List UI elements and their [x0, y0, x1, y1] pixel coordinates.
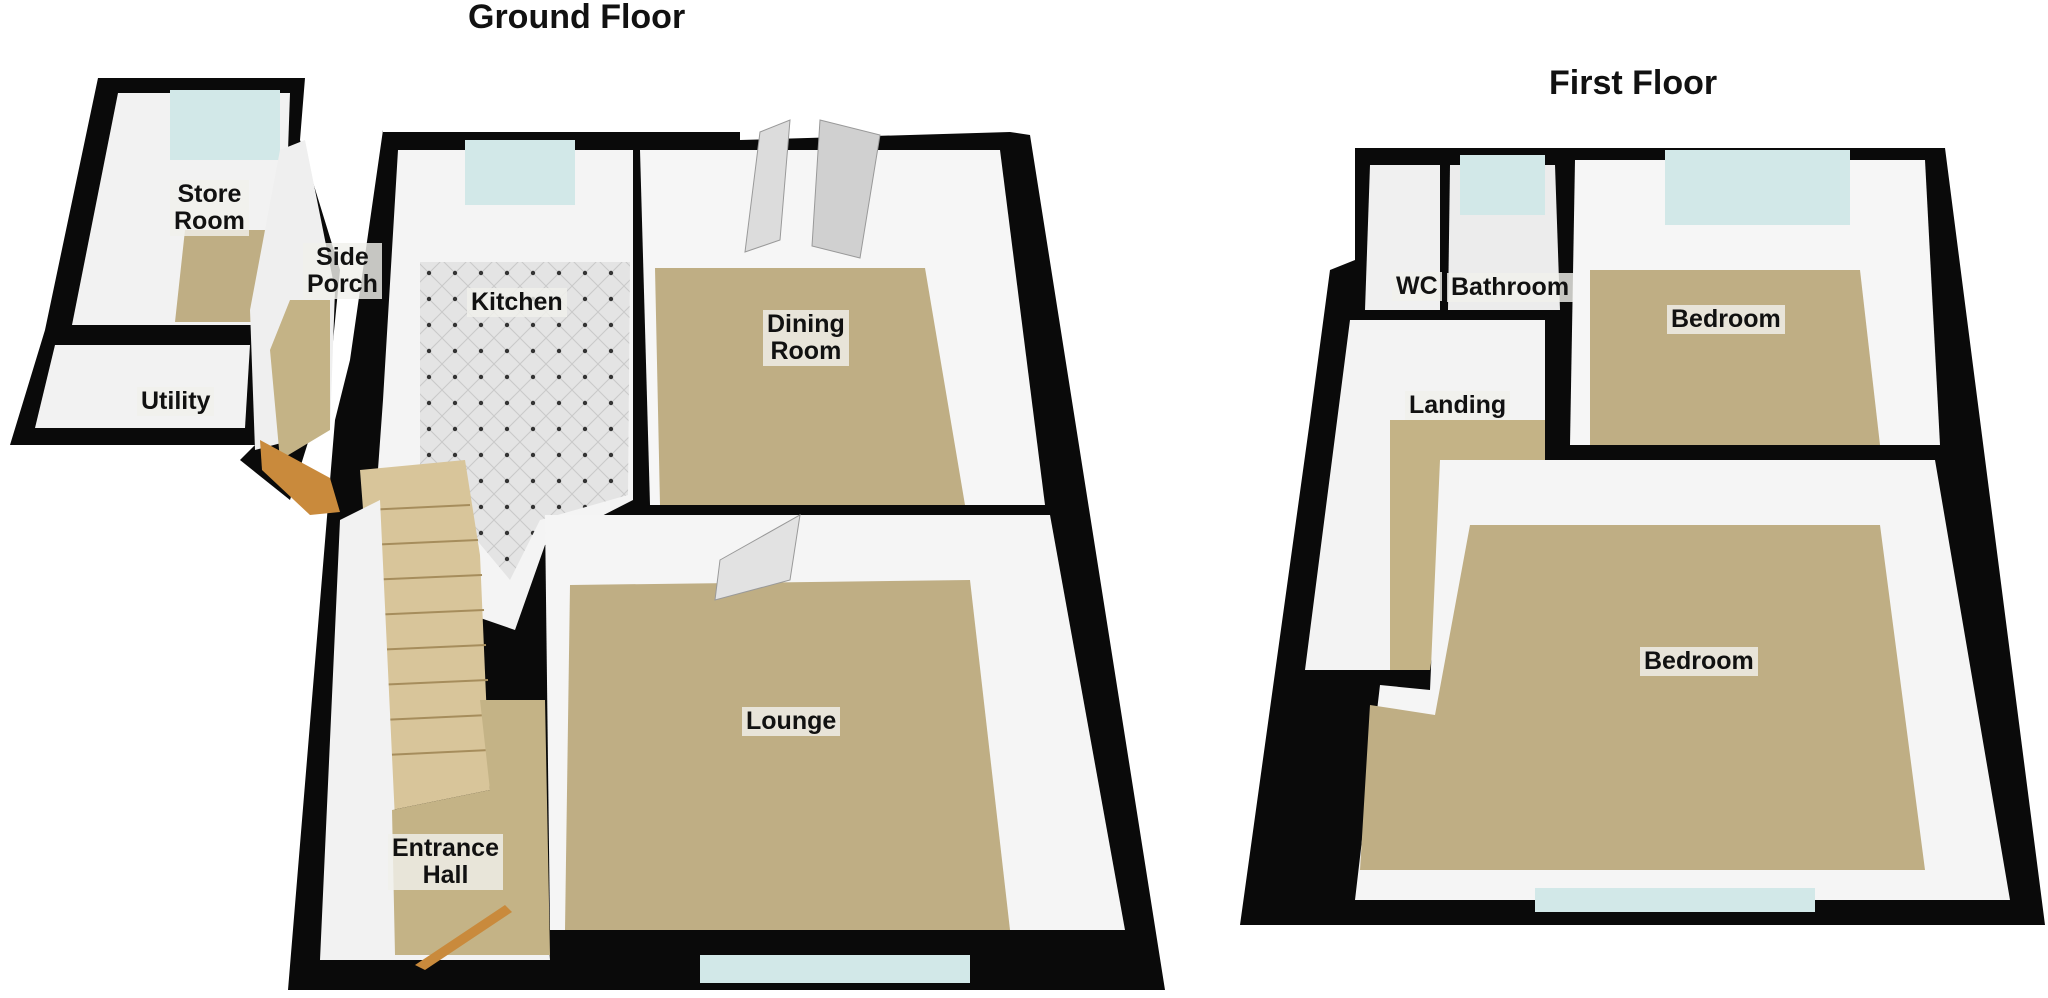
bedroom-1-window [1665, 150, 1850, 225]
bathroom-window [1460, 155, 1545, 215]
store-room-carpet [175, 230, 265, 322]
bedroom-1-carpet [1590, 270, 1880, 445]
room-label-utility: Utility [137, 387, 215, 416]
lounge-window [700, 955, 970, 983]
room-label-lounge: Lounge [742, 707, 841, 736]
lounge-carpet [565, 580, 1010, 930]
kitchen-window [465, 140, 575, 205]
room-label-dining-room: Dining Room [763, 310, 849, 366]
patio-door-right [811, 119, 881, 259]
room-label-bedroom-2: Bedroom [1640, 647, 1758, 676]
room-label-side-porch: Side Porch [303, 243, 382, 299]
first-floor-plan [1240, 148, 2045, 925]
utility-door-wood [260, 440, 340, 515]
room-label-landing: Landing [1405, 391, 1511, 420]
room-label-kitchen: Kitchen [467, 288, 567, 317]
front-door-wood [415, 905, 512, 970]
ground-floor-title: Ground Floor [468, 0, 686, 36]
first-floor-title: First Floor [1549, 64, 1718, 102]
bedroom-2-carpet [1360, 525, 1925, 870]
room-label-wc: WC [1392, 272, 1442, 301]
staircase [360, 460, 490, 810]
side-porch-carpet [270, 300, 330, 460]
room-label-entrance-hall: Entrance Hall [388, 834, 503, 890]
entrance-hall-carpet [392, 700, 550, 955]
lounge-door [714, 514, 801, 601]
room-label-bedroom-1: Bedroom [1667, 305, 1785, 334]
room-label-bathroom: Bathroom [1447, 273, 1574, 302]
bedroom-2-window [1535, 888, 1815, 912]
dining-room-carpet [655, 268, 965, 505]
stair-treads [364, 504, 491, 756]
room-label-store-room: Store Room [170, 180, 249, 236]
kitchen-tiled-floor [420, 262, 630, 580]
store-room-window [170, 90, 280, 160]
patio-door-left [744, 119, 791, 253]
